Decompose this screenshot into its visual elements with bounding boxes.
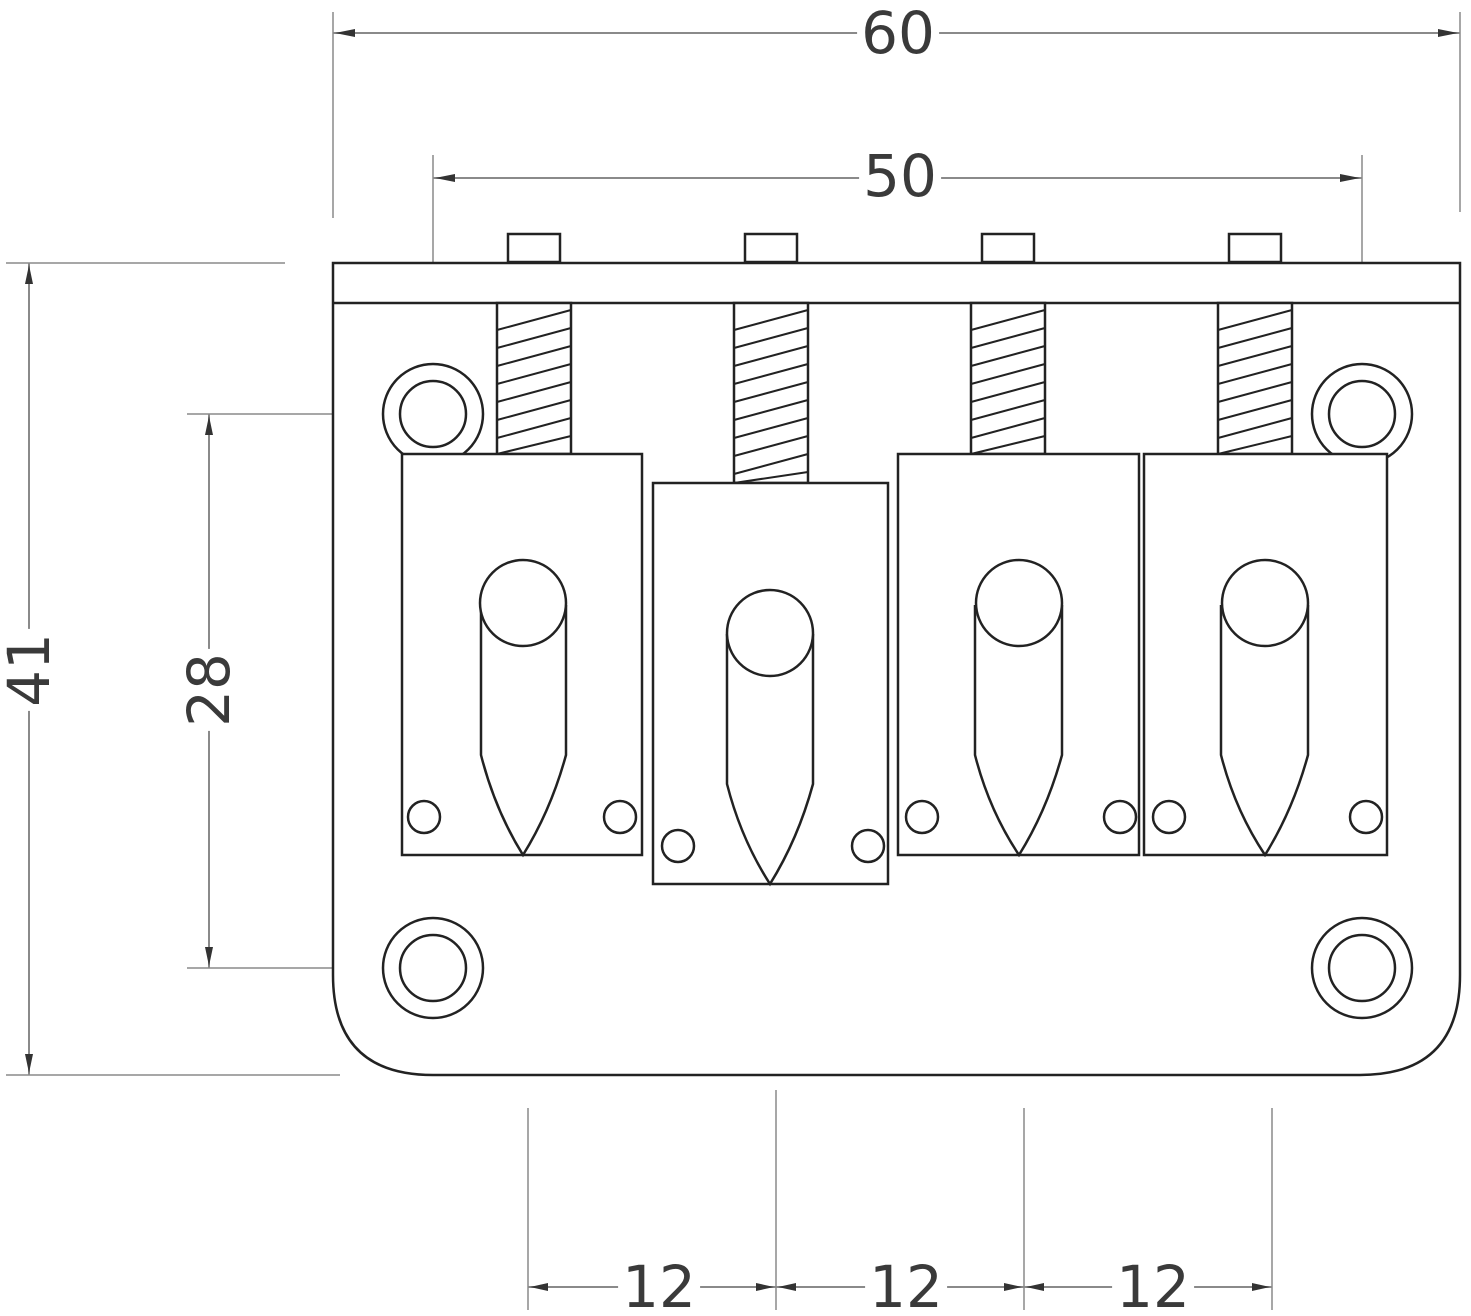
dimension-label-28: 28 xyxy=(175,649,243,731)
saddle-4 xyxy=(1142,452,1389,858)
intonation-screw-2 xyxy=(732,301,810,485)
saddle-2 xyxy=(651,481,890,887)
mounting-hole-bottom-left xyxy=(381,916,485,1020)
dimension-label-41: 41 xyxy=(0,629,63,711)
mounting-hole-top-left xyxy=(381,362,485,466)
screw-heads xyxy=(506,232,1283,264)
dimension-label-string-spacing-1: 12 xyxy=(618,1258,700,1316)
intonation-screw-3 xyxy=(969,301,1047,456)
intonation-screw-1 xyxy=(495,301,573,456)
saddle-3 xyxy=(896,452,1141,858)
mounting-hole-bottom-right xyxy=(1310,916,1414,1020)
saddle-1 xyxy=(400,452,644,858)
intonation-screw-4 xyxy=(1216,301,1294,456)
dimension-label-60: 60 xyxy=(857,4,939,62)
dimension-label-string-spacing-3: 12 xyxy=(1112,1258,1194,1316)
dimension-label-string-spacing-2: 12 xyxy=(865,1258,947,1316)
dimension-label-50: 50 xyxy=(859,147,941,205)
mounting-hole-top-right xyxy=(1310,362,1414,466)
